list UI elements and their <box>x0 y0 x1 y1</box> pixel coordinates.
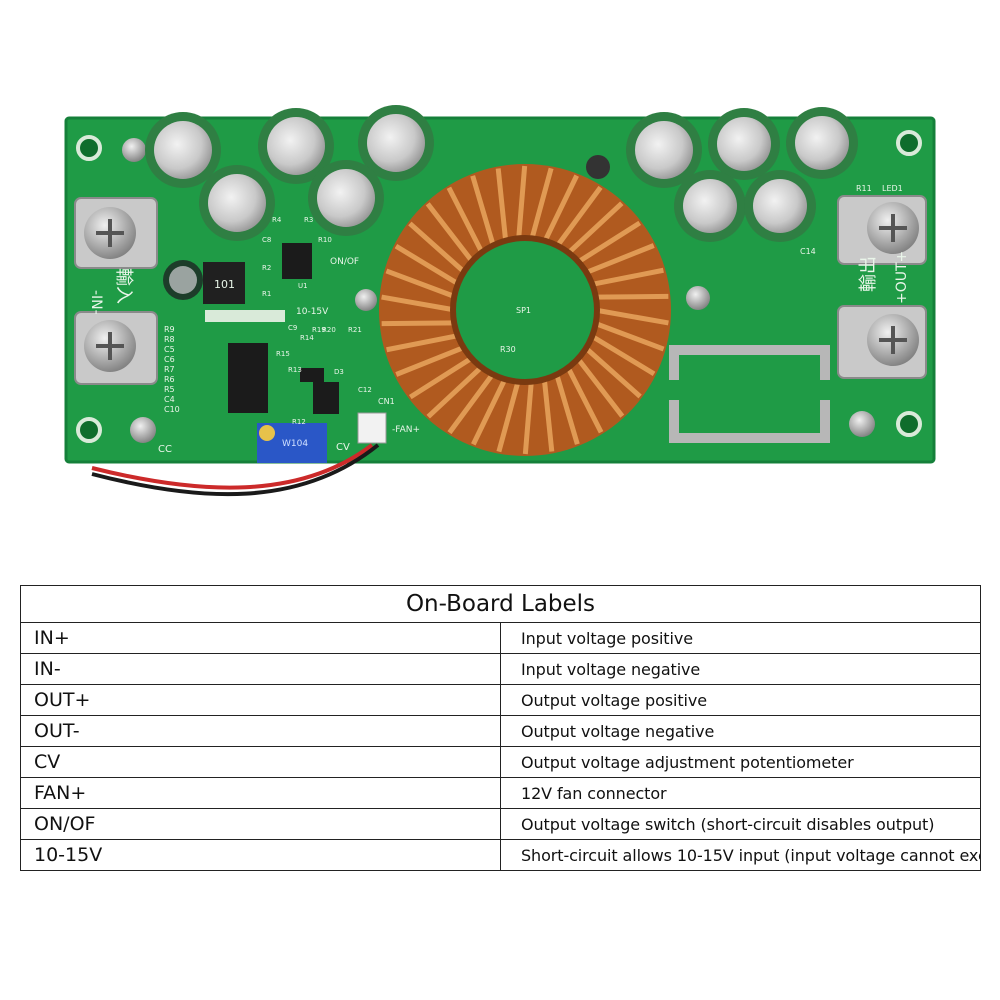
ref-designator: R5 <box>164 385 175 394</box>
ref-designator: C6 <box>164 355 175 364</box>
ref-designator: R12 <box>292 418 306 426</box>
fan-cable <box>91 443 380 497</box>
toroid-inductor <box>379 155 671 456</box>
table-row: OUT-Output voltage negative <box>20 715 981 747</box>
row-label: IN- <box>20 653 501 685</box>
ref-designator: R9 <box>164 325 175 334</box>
range-silk: 10-15V <box>296 307 329 317</box>
inductor-code-silk: 101 <box>214 278 235 291</box>
out-plus-silk: +OUT+ <box>894 251 910 304</box>
table-title: On-Board Labels <box>20 585 981 623</box>
row-label: IN+ <box>20 622 501 654</box>
output-cjk-silk: 輸出 <box>858 256 879 292</box>
ref-designator: R1 <box>262 290 271 298</box>
in-minus-silk: -IN- <box>88 290 104 315</box>
ref-designator: C10 <box>164 405 180 414</box>
row-label: OUT- <box>20 715 501 747</box>
row-label: 10-15V <box>20 839 501 871</box>
ref-designator: R21 <box>348 326 362 334</box>
ref-designator: R13 <box>288 366 302 374</box>
cv-silk: CV <box>336 442 350 453</box>
pot-code-silk: W104 <box>282 439 308 449</box>
ref-designator: C5 <box>164 345 175 354</box>
output-terminal-blocks <box>837 195 927 379</box>
row-description: Output voltage switch (short-circuit dis… <box>500 808 981 840</box>
input-terminal-blocks <box>74 197 158 385</box>
on-off-silk: ON/OF <box>330 257 359 267</box>
ref-designator: R4 <box>272 216 282 224</box>
row-label: CV <box>20 746 501 778</box>
ref-designator: C9 <box>288 324 297 332</box>
fan-connector <box>357 412 387 444</box>
ref-designator: R14 <box>300 334 314 342</box>
sp1-silk: SP1 <box>516 306 531 315</box>
ref-designator: R8 <box>164 335 175 344</box>
row-label: OUT+ <box>20 684 501 716</box>
ref-designator: C12 <box>358 386 372 394</box>
r30-silk: R30 <box>500 345 516 354</box>
row-description: Output voltage negative <box>500 715 981 747</box>
r11-silk: R11 <box>856 184 872 193</box>
ref-designator: C4 <box>164 395 175 404</box>
ref-designator: U1 <box>298 282 308 290</box>
row-description: Output voltage adjustment potentiometer <box>500 746 981 778</box>
ref-designator: R10 <box>318 236 332 244</box>
board-screws <box>122 138 875 443</box>
table-row: OUT+Output voltage positive <box>20 684 981 716</box>
cc-silk: CC <box>158 444 172 455</box>
row-description: 12V fan connector <box>500 777 981 809</box>
ref-designator: R15 <box>276 350 290 358</box>
mounting-holes <box>76 130 922 443</box>
ref-designator: R6 <box>164 375 175 384</box>
table-row: IN-Input voltage negative <box>20 653 981 685</box>
capacitors-left <box>145 105 434 241</box>
row-description: Short-circuit allows 10-15V input (input… <box>500 839 981 871</box>
ref-designator: R20 <box>322 326 336 334</box>
row-label: ON/OF <box>20 808 501 840</box>
ic-chips <box>203 243 339 414</box>
cn1-silk: CN1 <box>378 397 395 406</box>
ref-designator: R2 <box>262 264 271 272</box>
pcb-board-photo: -IN- 輸入 輸出 +OUT+ ON/OF 10-15V CV CC -FAN… <box>64 105 936 497</box>
row-description: Output voltage positive <box>500 684 981 716</box>
row-description: Input voltage negative <box>500 653 981 685</box>
ref-designator: R3 <box>304 216 313 224</box>
on-board-labels-table: On-Board Labels IN+Input voltage positiv… <box>20 585 981 871</box>
shunt-wires <box>669 345 830 443</box>
ref-designator: R7 <box>164 365 175 374</box>
ref-designator: D3 <box>334 368 344 376</box>
table-row: FAN+12V fan connector <box>20 777 981 809</box>
table-row: IN+Input voltage positive <box>20 622 981 654</box>
row-description: Input voltage positive <box>500 622 981 654</box>
row-label: FAN+ <box>20 777 501 809</box>
led1-silk: LED1 <box>882 184 903 193</box>
capacitors-right <box>626 107 858 242</box>
c14-silk: C14 <box>800 247 816 256</box>
ref-designator: C8 <box>262 236 271 244</box>
fan-silk: -FAN+ <box>392 425 420 435</box>
input-cjk-silk: 輸入 <box>113 268 134 304</box>
ref-designator: R19 <box>312 326 326 334</box>
